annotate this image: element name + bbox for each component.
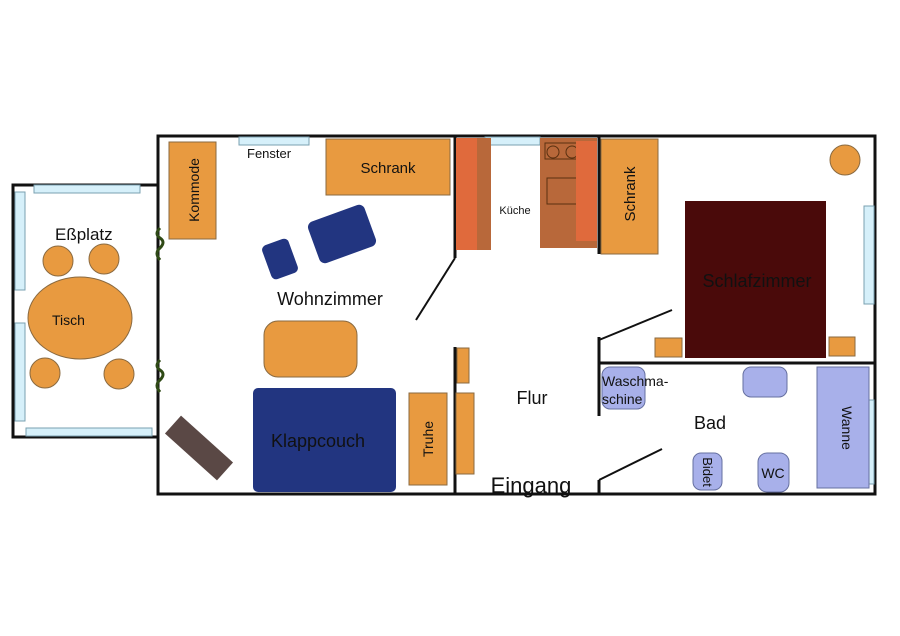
board: [164, 415, 234, 481]
kitchen-right-wall: [597, 136, 875, 416]
room-label-hallway: Flur: [517, 388, 548, 408]
toilet-label: WC: [761, 465, 784, 481]
chair: [88, 243, 120, 275]
outer-wall: [156, 134, 877, 496]
washing-machine-label-1: Waschma-: [602, 373, 669, 389]
burner-icon: [546, 145, 560, 159]
chair: [29, 357, 61, 389]
dresser-label: Kommode: [186, 158, 202, 222]
bed: [685, 201, 826, 358]
wardrobe-bedroom: [600, 138, 659, 255]
sofa-bed-label: Klappcouch: [271, 431, 365, 451]
window-bedroom: [863, 205, 875, 305]
window-label: Fenster: [247, 146, 292, 161]
window-dining-left-top: [14, 191, 26, 291]
dining-area: Eßplatz Tisch: [27, 225, 135, 390]
washing-machine-label-2: schine: [602, 391, 643, 407]
kitchen-front-left: [456, 138, 477, 250]
chest: [408, 392, 448, 486]
wardrobe-living-label: Schrank: [360, 160, 416, 177]
nightstand: [828, 336, 856, 357]
chest-label: Truhe: [420, 421, 436, 457]
kitchen-counter-left: [477, 138, 491, 250]
wardrobe-living: [325, 138, 451, 196]
bathtub-label: Wanne: [839, 406, 855, 450]
plant-icon: [155, 226, 165, 261]
bathroom: Waschma- schine Wanne Bad Bidet WC: [601, 366, 870, 493]
living-room: Kommode Fenster Schrank Wohnzimmer Klapp…: [164, 138, 451, 492]
bathtub: [816, 366, 870, 489]
window-kitchen: [484, 136, 541, 146]
sofa-bed: [253, 388, 396, 492]
sink: [742, 366, 788, 398]
entrance-label: Eingang: [491, 473, 572, 498]
window-living: [238, 136, 310, 146]
kitchen: Küche: [456, 138, 597, 250]
window-dining-bottom: [25, 427, 153, 437]
kitchen-front-right: [576, 141, 597, 241]
wardrobe-bedroom-label: Schrank: [622, 166, 639, 222]
chair: [103, 358, 135, 390]
room-label-kitchen: Küche: [499, 205, 530, 217]
room-label-bedroom: Schlafzimmer: [702, 271, 811, 291]
plant-pot: [829, 144, 861, 176]
hallway: Flur Eingang: [455, 347, 572, 498]
bidet-label: Bidet: [700, 457, 715, 487]
chair: [42, 245, 74, 277]
dining-table: [27, 276, 133, 360]
toilet: [757, 452, 790, 493]
room-label-bathroom: Bad: [694, 413, 726, 433]
table-label: Tisch: [52, 312, 85, 328]
bathroom-door: [598, 448, 663, 481]
coffee-table: [263, 320, 358, 378]
plant-icon: [155, 358, 165, 393]
bedroom-door: [598, 309, 673, 341]
washing-machine: [601, 366, 646, 410]
room-label-living: Wohnzimmer: [277, 289, 383, 309]
dresser: [168, 141, 217, 240]
armchair: [307, 204, 377, 264]
doors: [415, 257, 673, 481]
shelf: [456, 347, 470, 384]
bidet: [692, 452, 723, 491]
room-label-dining: Eßplatz: [55, 225, 113, 244]
window-dining-top: [33, 184, 141, 194]
shoe-cabinet: [455, 392, 475, 475]
bedroom: Schrank Schlafzimmer: [600, 138, 861, 358]
window-dining-left-bottom: [14, 322, 26, 422]
nightstand: [654, 337, 683, 358]
living-door: [415, 257, 456, 321]
footstool: [262, 238, 298, 280]
